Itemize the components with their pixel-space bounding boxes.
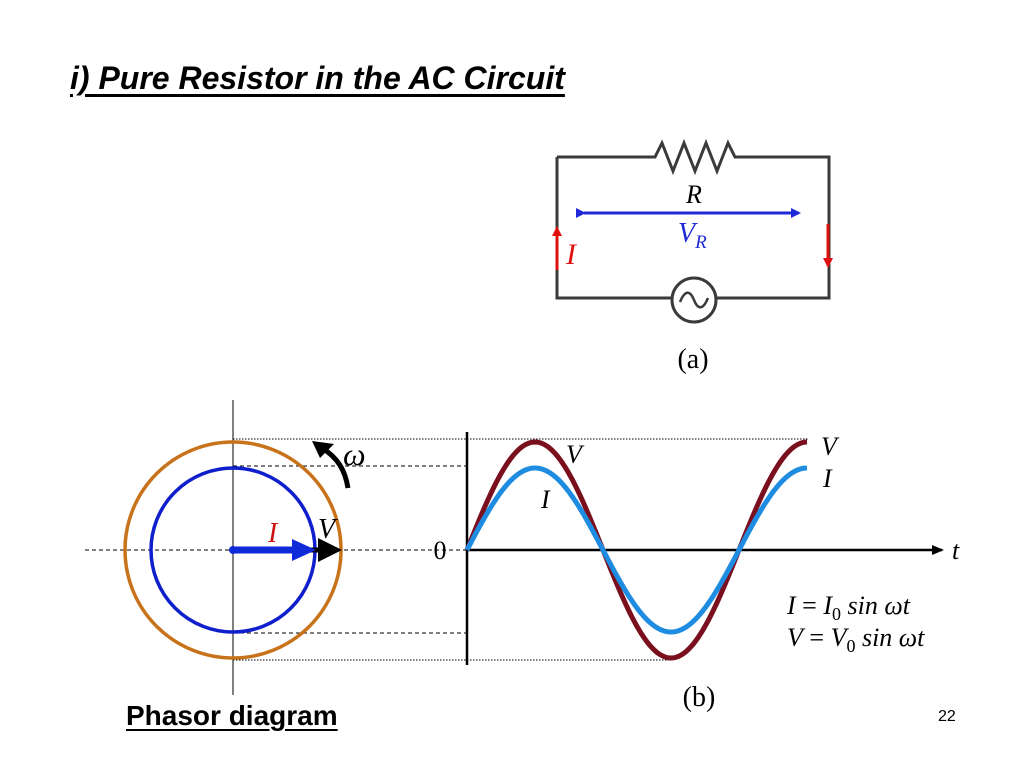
voltage-curve: [464, 439, 808, 661]
panel-label-b: (b): [683, 682, 716, 713]
current-eq-rest: sin ωt: [848, 591, 911, 620]
rotation-arrow-head: [312, 441, 334, 458]
voltage-label-main: V: [678, 218, 698, 249]
waveform-graph: 0 t V I V I I = I0 sin ωt V = V0 sin ωt …: [434, 432, 960, 713]
circuit-diagram: R VR I (a): [552, 138, 833, 375]
phasor-origin-dot: [229, 546, 237, 554]
voltage-eq-lhs: V: [787, 623, 806, 652]
phasor-diagram: I V ω: [85, 400, 808, 695]
current-eq-amp: I: [822, 591, 833, 620]
slide-title: i) Pure Resistor in the AC Circuit: [70, 60, 565, 96]
voltage-end-label: V: [821, 432, 840, 461]
current-eq-sub: 0: [832, 604, 841, 624]
panel-label-a: (a): [677, 344, 708, 375]
current-curve: [464, 465, 808, 635]
omega-label: ω: [343, 436, 366, 472]
voltage-eq-sub: 0: [846, 636, 855, 656]
phasor-voltage-label: V: [318, 514, 338, 545]
time-axis-label: t: [952, 536, 960, 565]
current-peak-label: I: [540, 485, 551, 514]
page-number: 22: [938, 708, 956, 725]
voltage-equation: V = V0 sin ωt: [787, 623, 925, 656]
voltage-phasor-head: [318, 538, 342, 562]
current-equation: I = I0 sin ωt: [786, 591, 911, 624]
sine-wave-icon: [678, 291, 710, 309]
circuit-wire: [555, 138, 831, 300]
phasor-current-label: I: [267, 518, 279, 549]
current-eq-lhs: I: [786, 591, 797, 620]
origin-label: 0: [434, 536, 447, 565]
voltage-eq-amp: V: [831, 623, 850, 652]
current-label: I: [565, 238, 578, 271]
voltage-label-sub: R: [694, 232, 707, 253]
voltage-peak-label: V: [566, 440, 585, 469]
current-end-label: I: [822, 464, 833, 493]
voltage-eq-rest: sin ωt: [862, 623, 925, 652]
phasor-diagram-caption: Phasor diagram: [126, 700, 338, 731]
current-phasor-head: [292, 539, 316, 561]
voltage-label: VR: [678, 218, 707, 253]
resistor-label: R: [685, 180, 702, 209]
